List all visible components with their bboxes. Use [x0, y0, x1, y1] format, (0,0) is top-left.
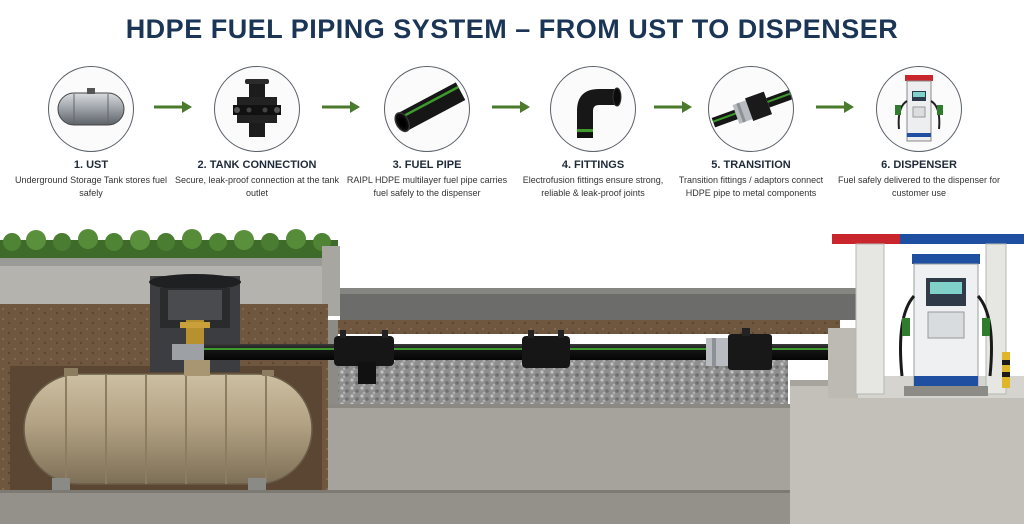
transition-adaptor [706, 338, 728, 366]
step-fuel-pipe: 3. FUEL PIPE RAIPL HDPE multilayer fuel … [342, 66, 512, 200]
step-tank-connection: 2. TANK CONNECTION Secure, leak-proof co… [172, 66, 342, 200]
flange-icon [214, 66, 300, 152]
fuel-dispenser [832, 234, 1024, 396]
process-steps: 1. UST Underground Storage Tank stores f… [0, 66, 1024, 226]
storage-tank [23, 360, 313, 500]
arrow-right-icon [492, 101, 530, 113]
step-description: Secure, leak-proof connection at the tan… [174, 175, 340, 198]
arrow-right-icon [154, 101, 192, 113]
page-title: HDPE FUEL PIPING SYSTEM – FROM UST TO DI… [125, 14, 899, 44]
step-dispenser: 6. DISPENSER Fuel safely delivered to th… [834, 66, 1004, 200]
cutaway-scene [0, 229, 1024, 524]
fuel-pipe-run [204, 328, 840, 384]
step-ust: 1. UST Underground Storage Tank stores f… [6, 66, 176, 200]
step-description: Underground Storage Tank stores fuel saf… [15, 175, 167, 198]
step-label: 5. TRANSITION [711, 159, 791, 171]
arrow-right-icon [322, 101, 360, 113]
step-fittings: 4. FITTINGS Electrofusion fittings ensur… [508, 66, 678, 200]
adaptor-icon [708, 66, 794, 152]
step-label: 4. FITTINGS [561, 159, 625, 171]
step-label: 1. UST [73, 159, 109, 171]
step-description: RAIPL HDPE multilayer fuel pipe carries … [346, 175, 508, 198]
arrow-right-icon [654, 101, 692, 113]
step-description: Fuel safely delivered to the dispenser f… [837, 175, 1001, 198]
hedge [0, 229, 338, 260]
step-label: 6. DISPENSER [881, 159, 957, 171]
step-description: Transition fittings / adaptors connect H… [678, 175, 824, 198]
tee-fitting [334, 336, 394, 366]
tank-icon [48, 66, 134, 152]
step-description: Electrofusion fittings ensure strong, re… [522, 175, 664, 198]
step-label: 2. TANK CONNECTION [197, 159, 317, 171]
step-transition: 5. TRANSITION Transition fittings / adap… [666, 66, 836, 200]
pipe-icon [384, 66, 470, 152]
dispenser-icon [876, 66, 962, 152]
step-label: 3. FUEL PIPE [392, 159, 462, 171]
elbow-icon [550, 66, 636, 152]
electrofusion-coupler [522, 336, 570, 368]
arrow-right-icon [816, 101, 854, 113]
